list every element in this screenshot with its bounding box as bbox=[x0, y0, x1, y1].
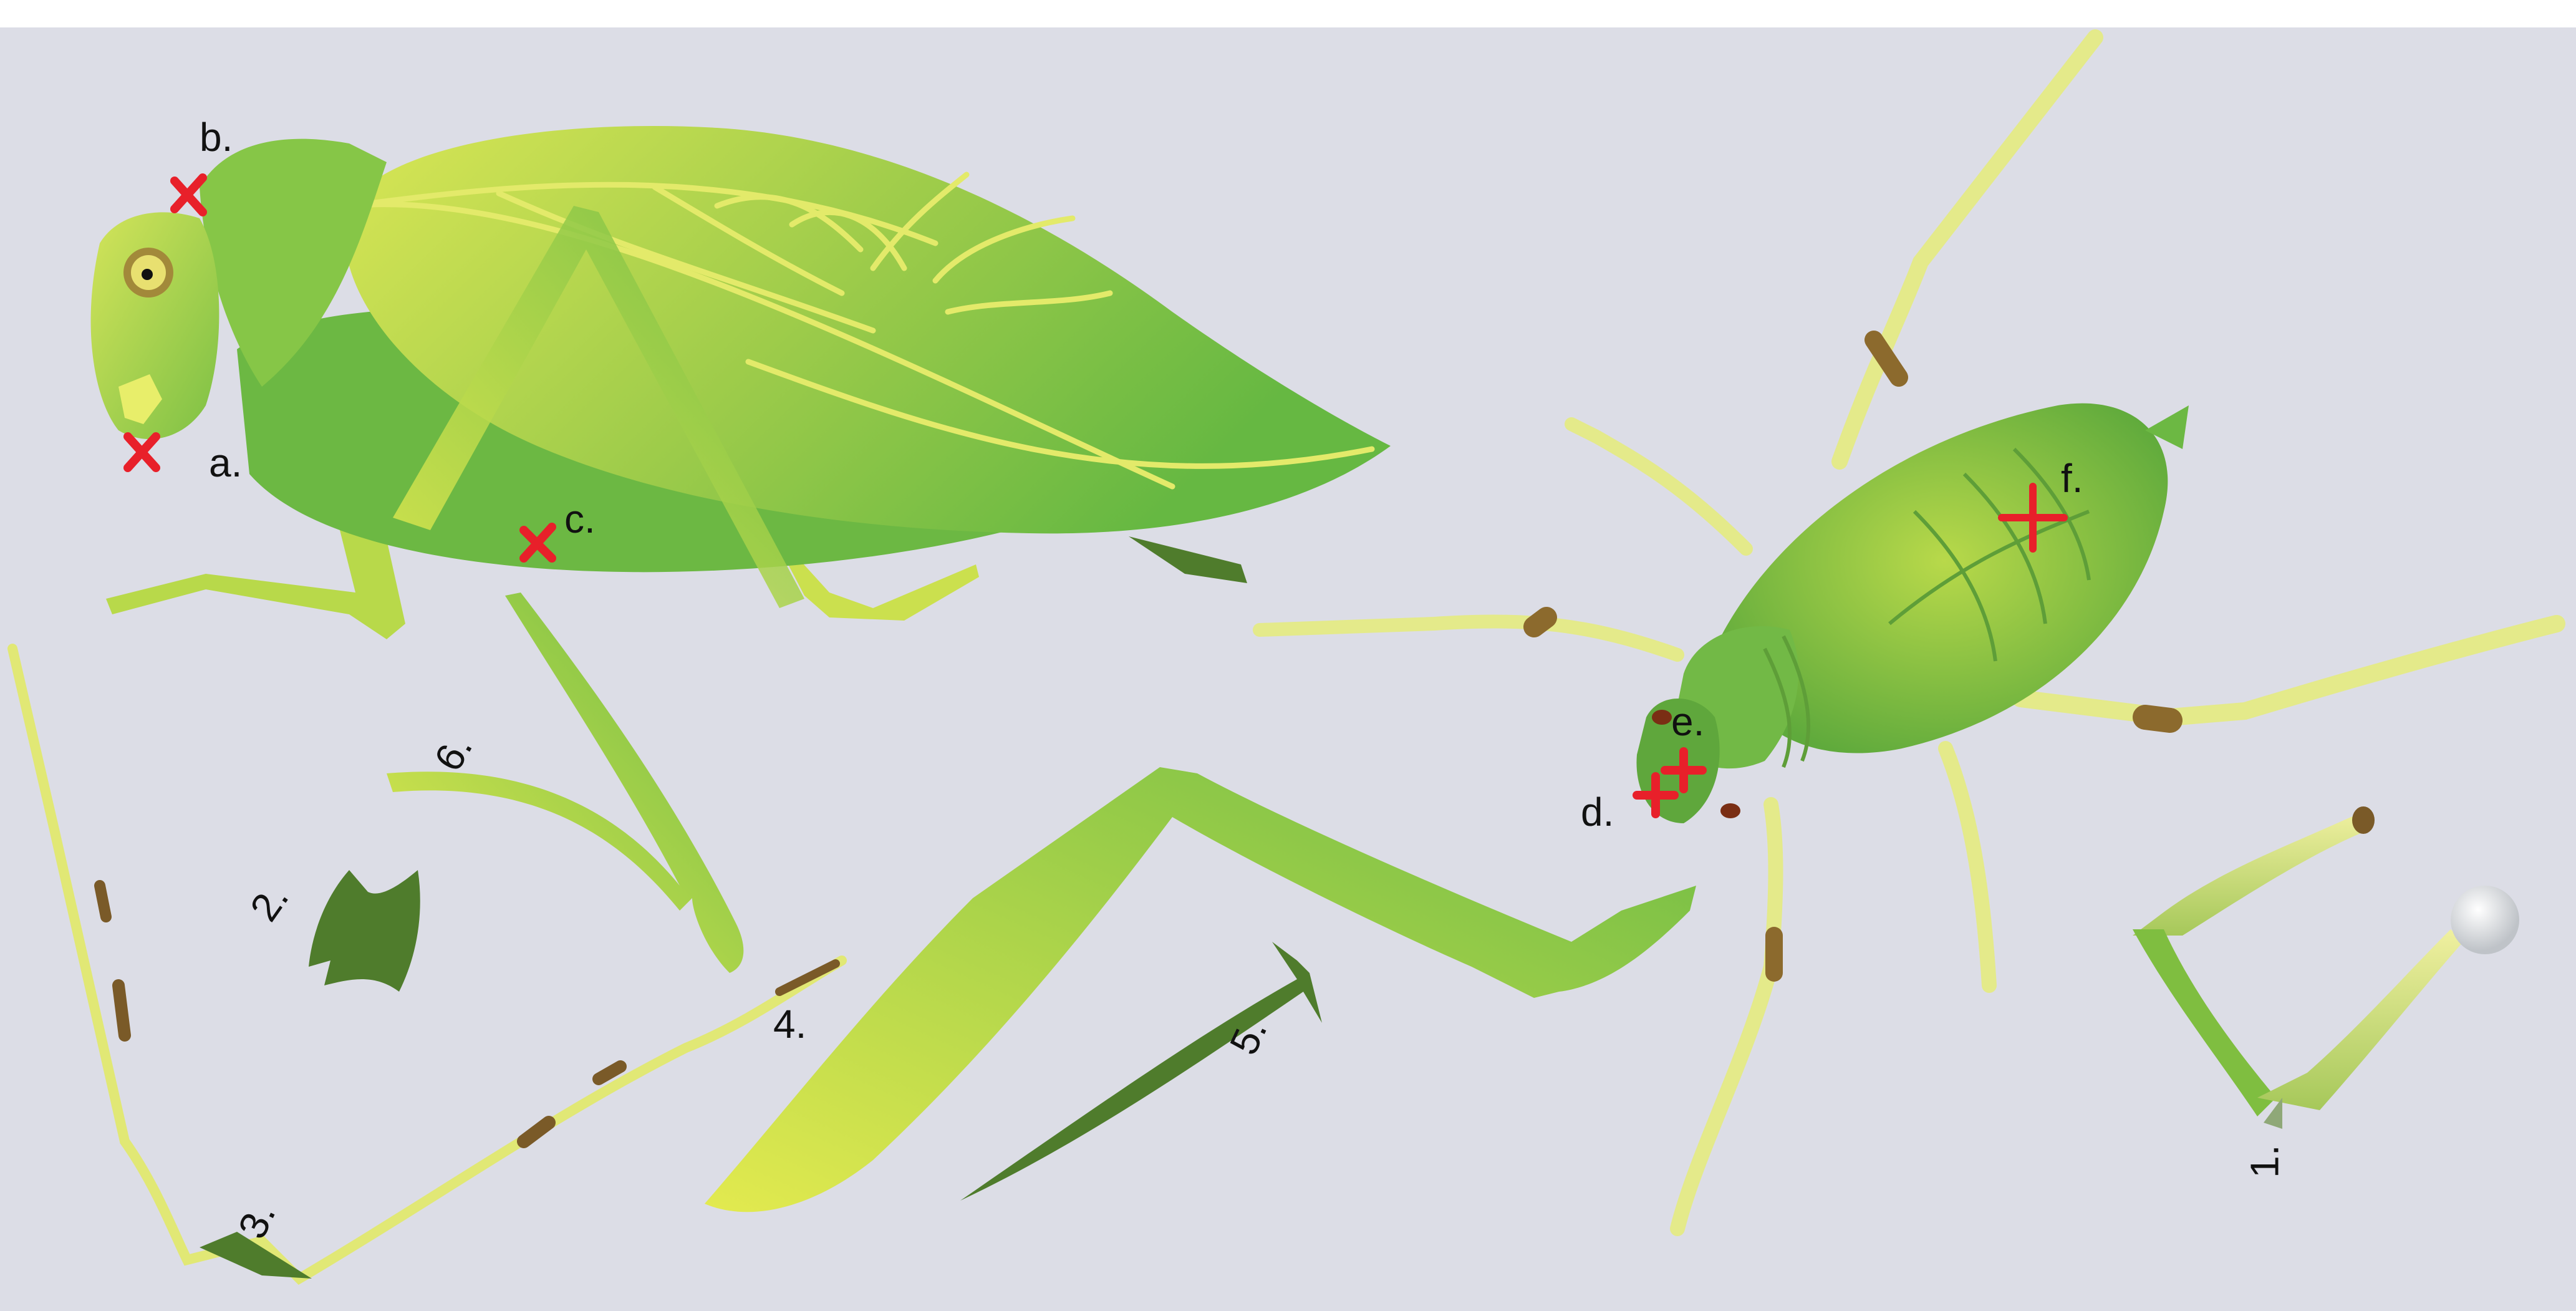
label-1: 1. bbox=[2245, 1144, 2285, 1178]
label-5-wrap: 5. bbox=[1232, 1017, 1265, 1057]
marker-b-cross-marker-icon bbox=[175, 178, 203, 212]
label-a: a. bbox=[209, 443, 242, 483]
label-c: c. bbox=[564, 499, 596, 539]
part-4-hind-leg bbox=[705, 767, 1696, 1212]
label-d: d. bbox=[1581, 792, 1614, 832]
side-cercus bbox=[1129, 536, 1247, 583]
part-1-leg bbox=[2133, 806, 2519, 1129]
side-eye-pupil bbox=[142, 269, 153, 280]
marker-a-cross-marker-icon bbox=[128, 437, 156, 468]
label-6-wrap: 6. bbox=[437, 733, 470, 773]
part-1-joint bbox=[2352, 806, 2375, 834]
part-2-mandible bbox=[309, 870, 420, 992]
top-eye-right bbox=[1720, 803, 1740, 818]
top-eye-left bbox=[1652, 710, 1672, 725]
label-3-wrap: 3. bbox=[240, 1201, 273, 1241]
part-6-leg bbox=[387, 593, 743, 973]
label-f: f. bbox=[2061, 458, 2083, 498]
label-b: b. bbox=[200, 117, 233, 157]
label-e: e. bbox=[1671, 702, 1704, 742]
label-2-wrap: 2. bbox=[253, 883, 286, 922]
part-3-antenna bbox=[12, 649, 842, 1279]
part-1-pearl bbox=[2451, 886, 2519, 954]
katydid-side-view bbox=[91, 126, 1391, 639]
label-1-wrap: 1. bbox=[2248, 1141, 2281, 1181]
label-4: 4. bbox=[773, 1004, 806, 1044]
